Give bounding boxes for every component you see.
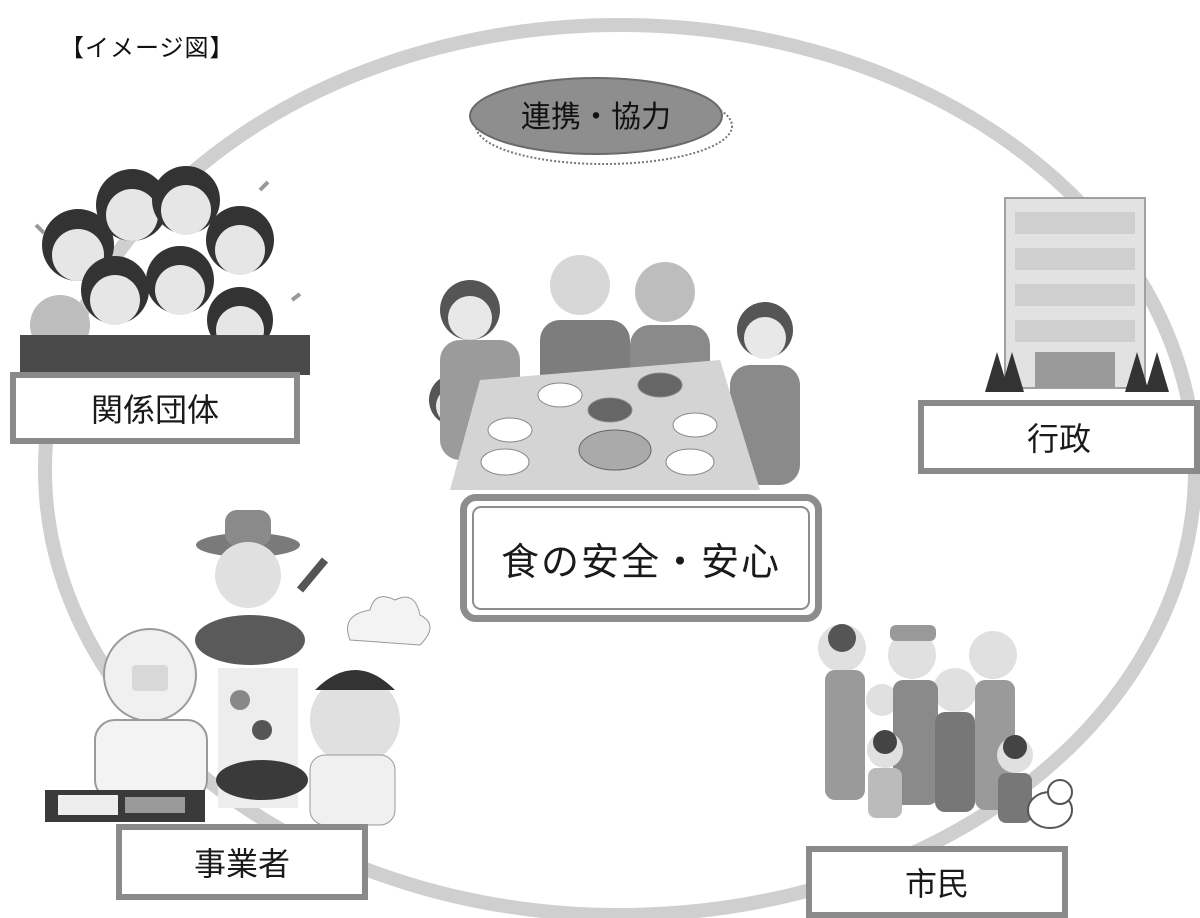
related-organizations-label: 関係団体 xyxy=(10,372,300,444)
citizens-illustration xyxy=(818,624,1073,829)
businesses-label: 事業者 xyxy=(116,824,368,900)
family-meal-illustration xyxy=(429,255,800,490)
building-illustration xyxy=(985,197,1169,392)
food-safety-label: 食の安全・安心 xyxy=(472,506,810,610)
center-box: 食の安全・安心 xyxy=(460,494,822,622)
cooperation-label: 連携・協力 xyxy=(521,100,671,135)
businesses-illustration xyxy=(45,510,431,826)
citizens-label: 市民 xyxy=(806,846,1068,918)
crowd-illustration xyxy=(20,166,310,375)
cooperation-oval xyxy=(469,77,733,165)
government-label: 行政 xyxy=(918,400,1200,474)
diagram-title: 【イメージ図】 xyxy=(60,34,235,62)
